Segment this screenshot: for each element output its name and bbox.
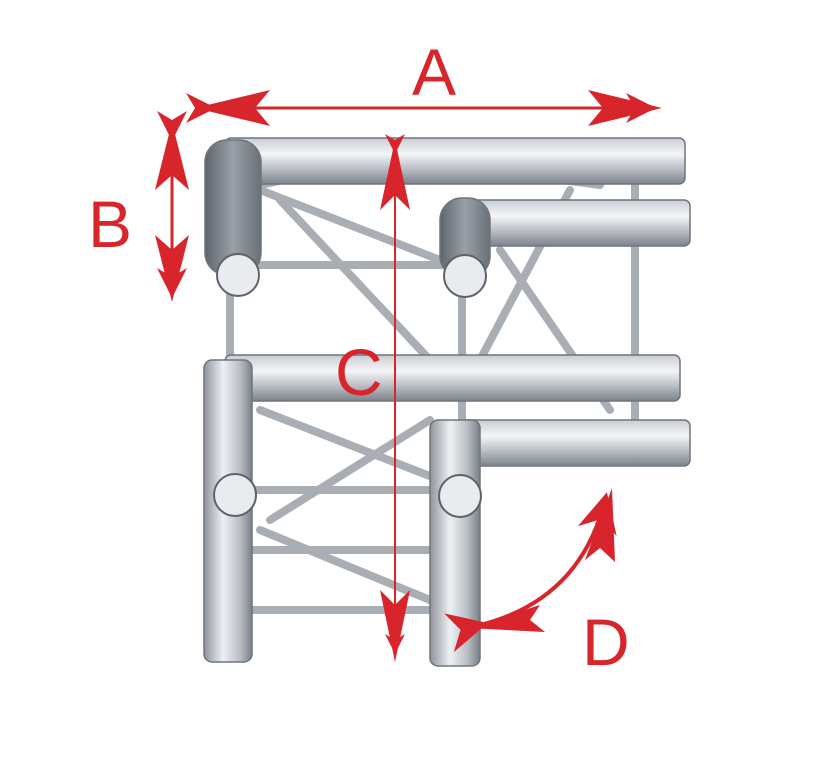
arrowheads <box>155 90 662 662</box>
label-d: D <box>582 605 630 679</box>
label-b: B <box>88 187 132 261</box>
horizontal-tubes <box>224 137 691 467</box>
label-c: C <box>335 335 383 409</box>
label-a: A <box>412 35 456 109</box>
